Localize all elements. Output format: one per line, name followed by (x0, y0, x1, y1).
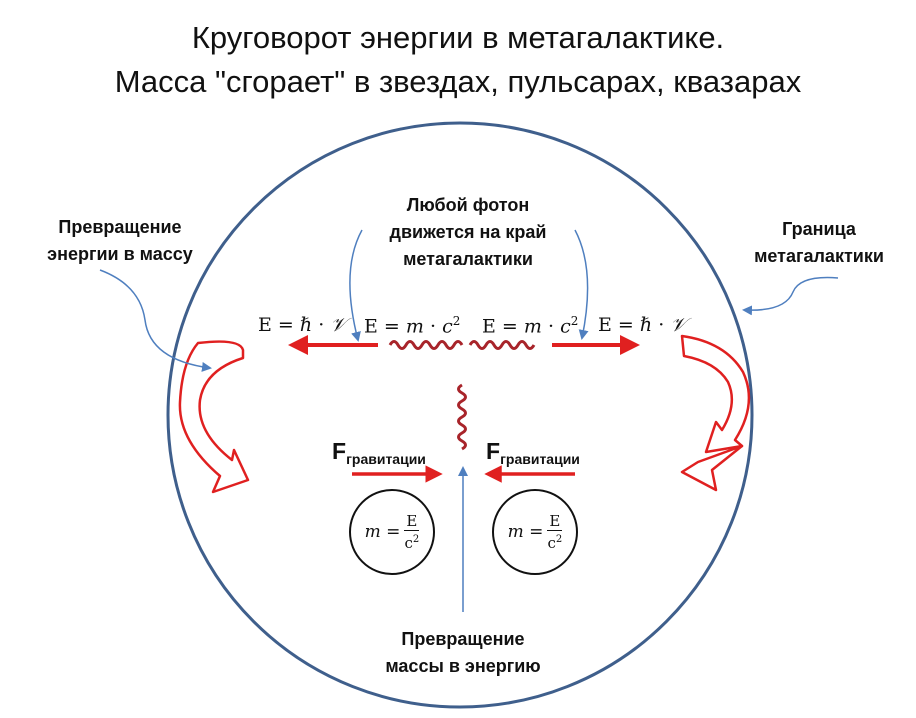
label-photon: Любой фотон движется на край метагалакти… (340, 192, 596, 273)
title-line-1: Круговорот энергии в метагалактике. (191, 20, 725, 55)
photon-wave-left (388, 340, 464, 350)
label-energy-to-mass: Превращение энергии в массу (20, 214, 220, 268)
label-mass-to-energy-line-2: массы в энергию (385, 656, 541, 676)
equation-e-mc2-left: E = m · c2 (364, 314, 461, 338)
label-boundary-line-1: Граница (782, 219, 856, 239)
label-photon-line-3: метагалактики (403, 249, 533, 269)
pointer-energy-to-mass (99, 269, 212, 372)
pointer-boundary (742, 276, 839, 316)
label-mass-to-energy: Превращение массы в энергию (340, 626, 586, 680)
label-photon-line-1: Любой фотон (406, 195, 530, 215)
gravity-label-left: Fгравитации (332, 438, 426, 467)
metagalaxy-boundary-circle (166, 121, 754, 709)
curved-arrow-right-head (680, 444, 744, 492)
label-energy-to-mass-line-1: Превращение (58, 217, 182, 237)
label-boundary-line-2: метагалактики (754, 246, 884, 266)
mass-body-right (492, 489, 578, 575)
photon-wave-right (468, 340, 536, 350)
equation-e-mc2-right: E = m · c2 (482, 314, 579, 338)
gravity-label-right: Fгравитации (486, 438, 580, 467)
photon-wave-vertical (457, 383, 467, 451)
curved-arrow-left (178, 340, 250, 494)
pointer-photon-left (349, 229, 363, 342)
equation-e-h-nu-right: E = ℏ · 𝒱 (598, 314, 687, 336)
label-energy-to-mass-line-2: энергии в массу (47, 244, 193, 264)
mass-body-left (349, 489, 435, 575)
equation-e-h-nu-left: E = ℏ · 𝒱 (258, 314, 347, 336)
title-line-2: Масса "сгорает" в звездах, пульсарах, кв… (114, 64, 802, 99)
label-photon-line-2: движется на край (389, 222, 547, 242)
curved-arrow-right (680, 334, 751, 454)
label-boundary: Граница метагалактики (726, 216, 912, 270)
pointer-photon-right (574, 229, 589, 340)
label-mass-to-energy-line-1: Превращение (401, 629, 525, 649)
